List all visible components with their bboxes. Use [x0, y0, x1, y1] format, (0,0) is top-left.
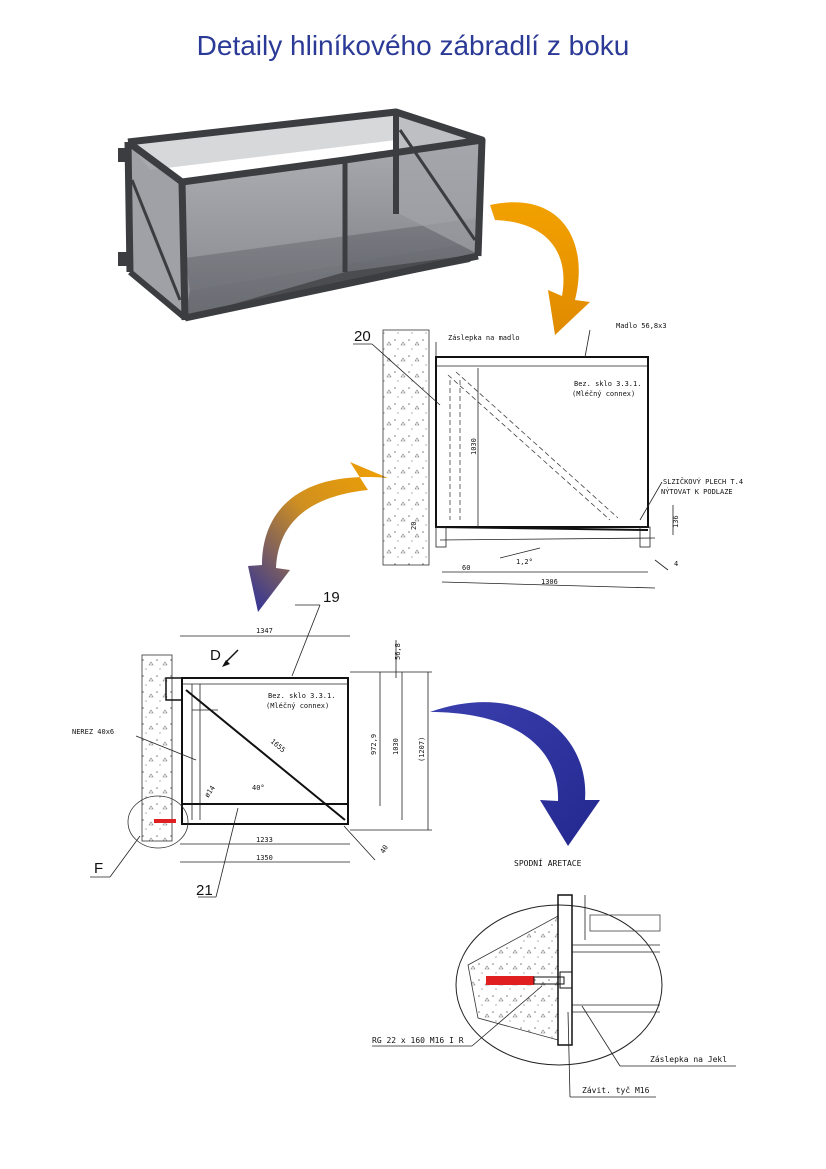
- d1-glass-label-2: (Mléčný connex): [572, 390, 635, 398]
- d2-dim-1350: 1350: [256, 854, 273, 862]
- railing-3d-render: [118, 108, 486, 322]
- d1-callout-20: 20: [354, 328, 371, 345]
- d2-dim-phi: ø14: [203, 784, 217, 799]
- d1-dim-small: 4: [674, 560, 678, 568]
- d1-dim-angle: 1,2°: [516, 558, 533, 566]
- d2-dim-568: 56,8: [394, 643, 402, 660]
- detail-bottom-anchorage: [372, 894, 736, 1098]
- d1-dim-20: 20: [410, 522, 418, 530]
- d2-dim-40: 40: [379, 844, 390, 855]
- d2-dim-9729: 972,9: [370, 734, 378, 755]
- d2-view-D: D: [210, 647, 221, 664]
- page-title: Detaily hliníkového zábradlí z boku: [196, 30, 630, 61]
- detail-cap-label: Záslepka na Jekl: [650, 1055, 727, 1064]
- arrow-orange-blue-2: [248, 462, 388, 612]
- d2-detail-F: F: [94, 860, 103, 877]
- d2-dim-40deg: 40°: [252, 784, 265, 792]
- detail-anchor-label: RG 22 x 160 M16 I R: [372, 1036, 464, 1045]
- drawing-dimensioned-elevation: [90, 604, 432, 898]
- d2-glass-label-1: Bez. sklo 3.3.1.: [268, 692, 335, 700]
- d2-dim-1030: 1030: [392, 738, 400, 755]
- drawing-side-elevation: [353, 329, 674, 589]
- d2-callout-21: 21: [196, 882, 213, 899]
- d1-dim-60: 60: [462, 564, 470, 572]
- d1-sheet-label-2: NÝTOVAT K PODLAZE: [661, 487, 733, 496]
- d1-glass-label-1: Bez. sklo 3.3.1.: [574, 380, 641, 388]
- d2-callout-19: 19: [323, 589, 340, 606]
- d2-dim-diag: 1655: [269, 737, 287, 754]
- d1-dim-right: 136: [672, 515, 680, 528]
- detail-title: SPODNÍ ARETACE: [514, 857, 582, 868]
- d1-cap-label: Záslepka na madlo: [448, 334, 520, 342]
- d2-dim-1207: (1207): [418, 737, 426, 762]
- d1-dim-width: 1306: [541, 578, 558, 586]
- d1-handrail-label: Madlo 56,8x3: [616, 322, 667, 330]
- detail-rod-label: Závit. tyč M16: [582, 1085, 650, 1095]
- d1-sheet-label-1: SLZIČKOVÝ PLECH T.4: [663, 477, 743, 486]
- arrow-orange-1: [490, 202, 590, 335]
- d2-dim-1233: 1233: [256, 836, 273, 844]
- arrow-blue-3: [430, 702, 600, 846]
- d1-dim-height: 1030: [470, 438, 478, 455]
- d2-steel-label: NEREZ 40x6: [72, 728, 114, 736]
- d2-dim-top: 1347: [256, 627, 273, 635]
- d2-glass-label-2: (Mléčný connex): [266, 702, 329, 710]
